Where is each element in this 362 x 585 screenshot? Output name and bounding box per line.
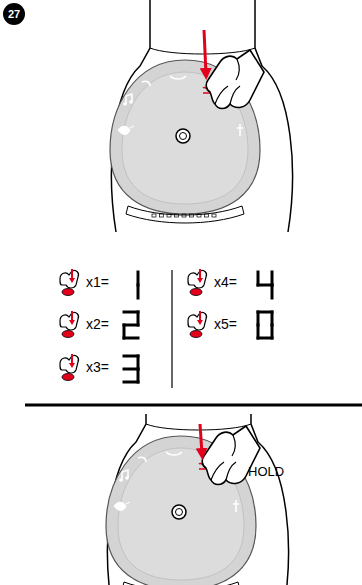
step-number: 27	[3, 3, 25, 25]
press-count: x2=	[86, 316, 109, 332]
hold-instruction: HOLD	[248, 464, 284, 479]
press-count-table	[60, 269, 272, 388]
press-count: x1=	[86, 274, 109, 290]
separator-line	[25, 404, 362, 407]
press-count: x4=	[214, 274, 237, 290]
press-count: x5=	[214, 316, 237, 332]
press-count: x3=	[86, 359, 109, 375]
device-bottom	[106, 414, 288, 585]
step-number-text: 27	[8, 8, 20, 20]
device-top	[110, 0, 292, 232]
